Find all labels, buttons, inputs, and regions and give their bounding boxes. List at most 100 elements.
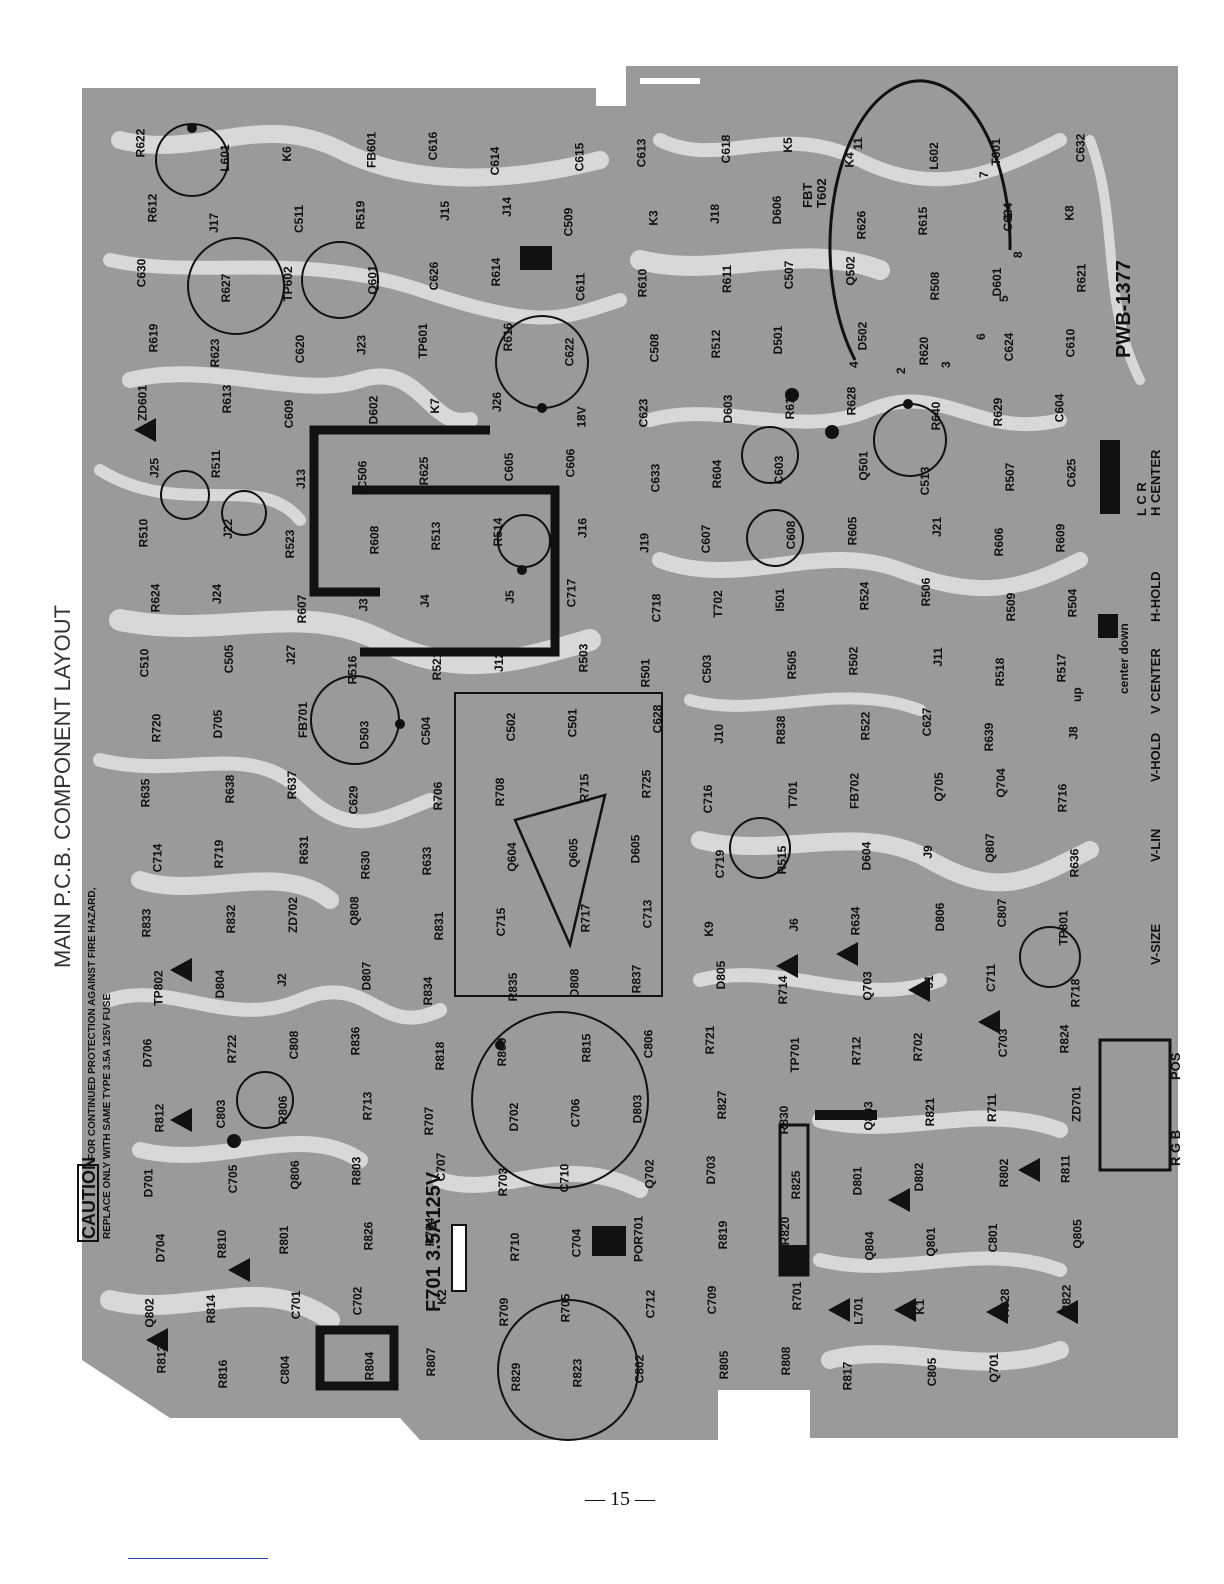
component-label-d605: D605 — [628, 834, 642, 863]
component-label-c623: C623 — [636, 398, 650, 427]
component-label-r505: R505 — [785, 650, 799, 679]
component-label-r714: R714 — [776, 975, 790, 1004]
component-label-r640: R640 — [929, 401, 943, 430]
control-label-v-size: V-SIZE — [1148, 923, 1163, 965]
component-label-r613: R613 — [220, 384, 234, 413]
component-label-r522: R522 — [859, 711, 873, 740]
component-label-r703: R703 — [496, 1167, 510, 1196]
component-label-r803: R803 — [350, 1156, 364, 1185]
component-label-l701: L701 — [852, 1297, 866, 1325]
component-label-c611: C611 — [574, 273, 588, 301]
component-label-k2: K2 — [435, 1289, 449, 1305]
component-label-r833: R833 — [139, 908, 153, 937]
component-label-r502: R502 — [847, 646, 861, 675]
component-label-r815: R815 — [580, 1033, 594, 1062]
component-label-r512: R512 — [709, 329, 723, 358]
fbt-pin-6: 6 — [974, 333, 988, 340]
caution-line-1: FOR CONTINUED PROTECTION AGAINST FIRE HA… — [87, 887, 98, 1160]
component-label-d804: D804 — [213, 969, 227, 998]
component-label-r521: R521 — [430, 651, 444, 680]
heatsink-outline — [309, 425, 560, 657]
component-label-r515: R515 — [775, 845, 789, 874]
component-label-d703: D703 — [704, 1155, 718, 1184]
component-label-tp601: TP601 — [416, 323, 430, 359]
component-label-c618: C618 — [719, 134, 733, 163]
fbt-ref: T602 — [814, 178, 829, 208]
component-label-k6: K6 — [280, 146, 294, 162]
component-label-k3: K3 — [646, 210, 660, 226]
component-label-q801: Q801 — [924, 1227, 938, 1257]
component-label-c803: C803 — [214, 1099, 228, 1128]
component-label-r524: R524 — [858, 581, 872, 610]
component-label-r832: R832 — [224, 904, 238, 933]
component-label-j23: J23 — [355, 335, 369, 355]
component-label-q804: Q804 — [863, 1231, 877, 1261]
component-label-j18: J18 — [708, 204, 722, 224]
board-id: PWB-1377 — [1113, 260, 1135, 358]
component-label-r616: R616 — [501, 322, 515, 351]
component-label-j10: J10 — [712, 724, 726, 744]
component-label-r716: R716 — [1056, 783, 1070, 812]
board-cutouts — [596, 66, 700, 106]
component-label-r710: R710 — [508, 1232, 522, 1261]
component-label-r807: R807 — [424, 1347, 438, 1376]
component-label-c628: C628 — [650, 704, 664, 733]
component-label-r708: R708 — [493, 777, 507, 806]
component-label-d501: D501 — [771, 325, 785, 354]
component-label-r604: R604 — [710, 459, 724, 488]
component-label-c509: C509 — [562, 207, 576, 236]
component-label-r823: R823 — [571, 1358, 585, 1387]
component-label-r836: R836 — [349, 1026, 363, 1055]
component-label-tp701: TP701 — [788, 1037, 802, 1073]
component-label-c622: C622 — [563, 337, 577, 366]
component-label-c714: C714 — [150, 843, 164, 872]
component-label-c807: C807 — [995, 898, 1009, 927]
transistors — [134, 418, 1078, 1352]
component-label-r830: R830 — [777, 1105, 791, 1134]
component-label-r605: R605 — [846, 516, 860, 545]
component-label-l601: L601 — [218, 144, 232, 172]
component-label-d704: D704 — [153, 1233, 167, 1262]
component-label-r810: R810 — [215, 1229, 229, 1258]
component-label-q805: Q805 — [1071, 1219, 1085, 1249]
component-label-r701: R701 — [790, 1281, 804, 1310]
component-label-q806: Q806 — [288, 1160, 302, 1190]
component-label-r837: R837 — [629, 964, 643, 993]
component-label-tp802: TP802 — [151, 970, 165, 1006]
component-label-r631: R631 — [297, 835, 311, 864]
component-label-i501: I501 — [773, 588, 787, 612]
component-label-j1: J1 — [922, 975, 936, 989]
control-label-h-hold: H-HOLD — [1148, 571, 1163, 622]
component-label-r707: R707 — [422, 1106, 436, 1135]
component-label-d705: D705 — [211, 709, 225, 738]
component-label-r511: R511 — [209, 450, 223, 478]
component-label-r506: R506 — [919, 577, 933, 606]
control-label-v-hold: V-HOLD — [1148, 733, 1163, 782]
component-label-j2: J2 — [275, 973, 289, 987]
component-label-c805: C805 — [925, 1357, 939, 1386]
component-label-r711: R711 — [985, 1094, 999, 1122]
component-label-r608: R608 — [368, 525, 382, 554]
component-label-r804: R804 — [363, 1351, 377, 1380]
component-label-r623: R623 — [208, 338, 222, 367]
component-label-j26: J26 — [490, 392, 504, 412]
component-label-q605: Q605 — [567, 838, 581, 868]
component-label-r713: R713 — [361, 1091, 375, 1120]
component-label-r614: R614 — [489, 257, 503, 286]
fbt-pin-1: 1 — [1001, 213, 1015, 220]
electrolytic-capacitors — [155, 123, 1081, 1441]
component-label-q803: Q803 — [862, 1101, 876, 1131]
component-label-d801: D801 — [851, 1166, 865, 1195]
component-label-d502: D502 — [856, 321, 870, 350]
component-label-18v: 18V — [575, 406, 589, 427]
component-label-c804: C804 — [278, 1355, 292, 1384]
component-label-r628: R628 — [845, 386, 859, 415]
connector-blocks — [315, 246, 1172, 1391]
component-label-r808: R808 — [779, 1346, 793, 1375]
component-label-r725: R725 — [639, 769, 653, 798]
component-label-r801: R801 — [277, 1225, 291, 1254]
component-label-j4: J4 — [418, 594, 432, 608]
component-label-r704: R704 — [423, 1217, 437, 1246]
component-label-q802: Q802 — [142, 1298, 156, 1328]
